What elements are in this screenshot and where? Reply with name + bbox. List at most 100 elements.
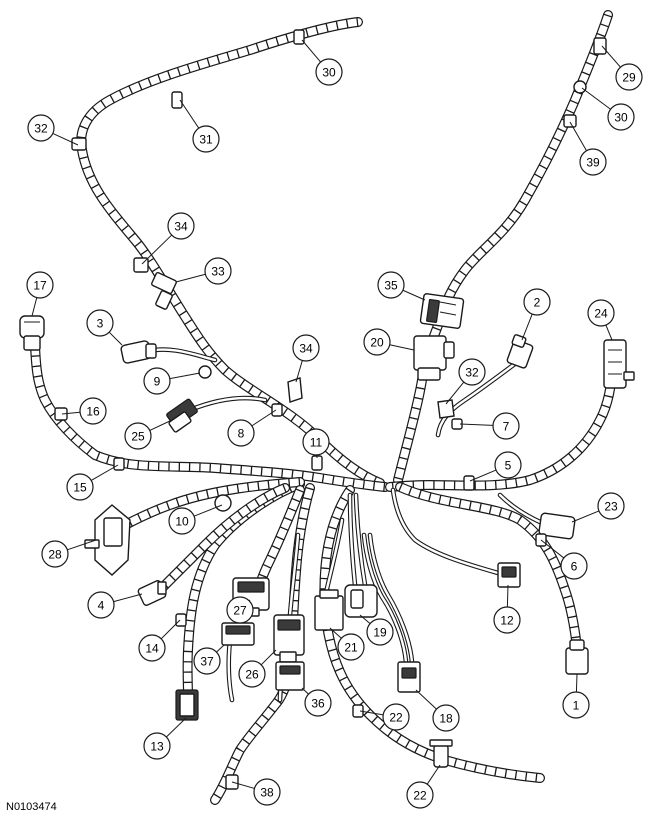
callout-15: 15	[66, 473, 94, 501]
leader-5	[469, 469, 497, 482]
callout-circle	[26, 271, 54, 299]
callout-circle	[615, 63, 643, 91]
callout-number: 22	[389, 711, 403, 725]
callout-circle	[193, 647, 221, 675]
harness-trunk-top-left-tape	[76, 17, 382, 487]
callout-number: 17	[33, 279, 47, 293]
leader-24	[605, 324, 613, 341]
callout-4: 4	[87, 591, 115, 619]
connector-18	[397, 661, 421, 693]
callout-3: 3	[86, 309, 114, 337]
callout-circle	[607, 103, 635, 131]
callout-circle	[124, 422, 152, 450]
callout-number: 1	[573, 699, 580, 713]
callout-circle	[492, 412, 520, 440]
callout-circle	[493, 606, 521, 634]
callout-10: 10	[168, 507, 196, 535]
harness-trunks	[30, 10, 617, 805]
callout-circle	[143, 367, 171, 395]
callout-circle	[597, 492, 625, 520]
callout-18: 18	[432, 704, 460, 732]
callout-circle	[167, 212, 195, 240]
wire-26-core	[288, 533, 300, 617]
callout-circle	[168, 507, 196, 535]
leader-23	[571, 510, 600, 523]
callout-28: 28	[41, 540, 69, 568]
callout-circle	[227, 419, 255, 447]
leader-25	[149, 419, 173, 431]
callout-number: 19	[373, 626, 387, 640]
callout-number: 11	[310, 436, 323, 450]
callout-number: 32	[465, 366, 479, 380]
harness-trunk-top-right-core	[394, 11, 612, 484]
leader-30	[581, 87, 611, 110]
connector-19	[344, 584, 378, 618]
callout-circle	[238, 660, 266, 688]
callout-11: 11	[302, 428, 330, 456]
harness-branch-bottom-tape	[320, 487, 541, 783]
callout-36: 36	[304, 689, 332, 717]
leader-22	[359, 710, 384, 716]
leader-34	[141, 234, 173, 265]
leader-3	[108, 331, 123, 346]
callout-number: 34	[299, 342, 313, 356]
callout-7: 7	[492, 412, 520, 440]
harness-branch-right-core	[386, 361, 616, 491]
connector-1	[565, 639, 589, 675]
clip-31	[171, 91, 183, 109]
callout-12: 12	[493, 606, 521, 634]
callout-circle	[302, 428, 330, 456]
leader-10	[193, 504, 223, 517]
callout-number: 16	[86, 405, 100, 419]
clip-39	[563, 114, 577, 128]
harness-branch-left-core	[31, 341, 389, 491]
callout-33: 33	[204, 257, 232, 285]
callout-number: 28	[48, 548, 62, 562]
wire-18-core	[368, 533, 414, 664]
connector-2	[506, 334, 534, 369]
callout-circle	[41, 540, 69, 568]
callout-circle	[458, 358, 486, 386]
callout-1: 1	[562, 691, 590, 719]
harness-branch-4-core	[156, 484, 289, 594]
callout-number: 30	[614, 111, 628, 125]
callout-circle	[377, 271, 405, 299]
callout-35: 35	[377, 271, 405, 299]
callout-30: 30	[607, 103, 635, 131]
leader-34	[295, 360, 303, 383]
callout-30: 30	[315, 58, 343, 86]
callout-circle	[86, 309, 114, 337]
clip-10	[214, 494, 232, 512]
leader-7	[459, 423, 494, 426]
connector-26	[273, 614, 305, 663]
connector-25	[166, 398, 198, 433]
harness-branch-28-tape	[123, 477, 301, 529]
callout-17: 17	[26, 271, 54, 299]
callout-number: 25	[131, 430, 145, 444]
callout-number: 26	[245, 668, 259, 682]
leader-18	[415, 689, 437, 710]
callout-circle	[66, 473, 94, 501]
callout-circle	[315, 58, 343, 86]
leader-36	[301, 687, 309, 695]
callout-number: 14	[145, 642, 159, 656]
callout-circle	[87, 591, 115, 619]
callout-circle	[27, 114, 55, 142]
harness-branch-left-down-tape	[183, 479, 302, 696]
leader-1	[575, 673, 578, 693]
callout-31: 31	[192, 125, 220, 153]
callout-16: 16	[79, 397, 107, 425]
harness-trunk-top-left-core	[77, 18, 384, 487]
callout-number: 34	[174, 220, 188, 234]
callout-circle	[292, 334, 320, 362]
callout-24: 24	[587, 299, 615, 327]
callout-23: 23	[597, 492, 625, 520]
callout-number: 31	[199, 133, 213, 147]
connector-20	[413, 335, 455, 381]
leader-38	[231, 781, 255, 789]
callout-22: 22	[406, 781, 434, 809]
callout-25: 25	[124, 422, 152, 450]
clip-5	[463, 475, 475, 491]
callout-circle	[406, 781, 434, 809]
